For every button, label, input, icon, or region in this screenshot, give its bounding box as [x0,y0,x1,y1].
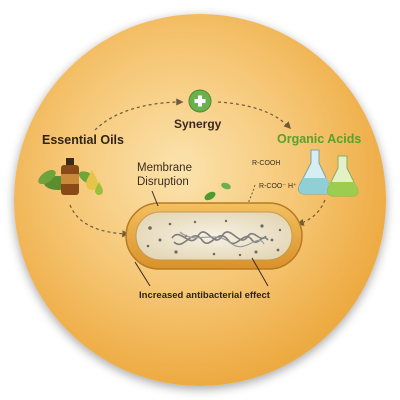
arrow-essential-to-synergy [94,98,184,131]
effect-leader-line-left [134,261,151,287]
membrane-disruption-label: Membrane Disruption [137,161,192,189]
arrow-essential-to-bacterium [69,204,130,238]
essential-oil-bottle-icon [38,158,103,195]
organic-acids-label: Organic Acids [277,132,362,146]
synergy-label: Synergy [174,117,222,131]
cytoplasm-particles [146,219,282,257]
effect-leader-line-right [251,257,269,287]
essential-oils-label: Essential Oils [42,133,124,147]
membrane-label-line2: Disruption [137,176,189,188]
arrow-organic-to-bacterium [296,199,326,226]
membrane-label-line1: Membrane [137,162,192,174]
increased-effect-label: Increased antibacterial effect [139,290,270,301]
bacterium-cell [125,202,303,270]
plus-circle-icon [188,89,212,113]
arrow-synergy-to-organic [217,101,291,130]
rcoo-label: R-COO⁻ H⁺ [259,183,297,190]
flask-icon [298,149,359,197]
dna-icon [171,231,269,248]
background-circle [14,14,386,386]
rcooh-label: R-COOH [252,160,281,167]
membrane-leader-line [151,190,159,207]
